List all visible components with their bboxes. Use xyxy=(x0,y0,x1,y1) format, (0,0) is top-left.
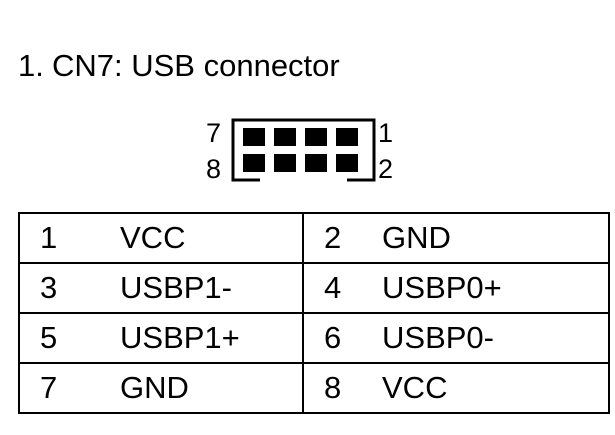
pin-signal: USBP1- xyxy=(120,270,232,305)
pin-signal: VCC xyxy=(120,220,186,255)
connector-key-gap xyxy=(260,178,347,183)
pin-signal: GND xyxy=(382,220,451,255)
pin-number: 7 xyxy=(40,370,58,405)
pin-2 xyxy=(336,154,358,172)
pin-cell: 4 USBP0+ xyxy=(302,262,610,314)
pin-number: 5 xyxy=(40,320,58,355)
pin-6 xyxy=(274,154,296,172)
pin-8 xyxy=(243,154,265,172)
pin-5 xyxy=(274,128,296,146)
connector-label-bottom-right: 2 xyxy=(378,154,393,184)
connector-label-bottom-left: 8 xyxy=(206,154,221,184)
table-row: 1 VCC 2 GND xyxy=(18,212,610,264)
pin-7 xyxy=(243,128,265,146)
table-row: 5 USBP1+ 6 USBP0- xyxy=(18,312,610,364)
pin-cell: 1 VCC xyxy=(18,212,304,264)
pin-cell: 6 USBP0- xyxy=(302,312,610,364)
pin-number: 8 xyxy=(324,370,342,405)
pin-signal: VCC xyxy=(382,370,448,405)
pin-1 xyxy=(336,128,358,146)
connector-pinout-drawing: 7 8 1 2 xyxy=(206,118,393,184)
pin-number: 6 xyxy=(324,320,342,355)
connector-label-top-right: 1 xyxy=(378,118,393,148)
table-row: 7 GND 8 VCC xyxy=(18,362,610,414)
connector-pins xyxy=(243,128,358,172)
pin-signal: USBP0- xyxy=(382,320,494,355)
section-heading: 1.CN7: USB connector xyxy=(18,44,340,88)
pin-4 xyxy=(305,154,327,172)
pin-cell: 2 GND xyxy=(302,212,610,264)
connector-diagram: 7 8 1 2 xyxy=(200,112,400,188)
pin-cell: 7 GND xyxy=(18,362,304,414)
section-title: CN7: USB connector xyxy=(52,48,340,83)
pin-signal: USBP0+ xyxy=(382,270,502,305)
pin-number: 1 xyxy=(40,220,58,255)
pin-assignment-table: 1 VCC 2 GND 3 USBP1- 4 USBP0+ 5 USBP1+ xyxy=(18,212,610,414)
pin-number: 2 xyxy=(324,220,342,255)
pin-number: 3 xyxy=(40,270,58,305)
pin-number: 4 xyxy=(324,270,342,305)
connector-label-top-left: 7 xyxy=(206,118,221,148)
pin-cell: 5 USBP1+ xyxy=(18,312,304,364)
pin-3 xyxy=(305,128,327,146)
pin-signal: GND xyxy=(120,370,189,405)
pin-cell: 3 USBP1- xyxy=(18,262,304,314)
pin-signal: USBP1+ xyxy=(120,320,240,355)
pin-cell: 8 VCC xyxy=(302,362,610,414)
table-row: 3 USBP1- 4 USBP0+ xyxy=(18,262,610,314)
section-number: 1. xyxy=(18,48,44,83)
